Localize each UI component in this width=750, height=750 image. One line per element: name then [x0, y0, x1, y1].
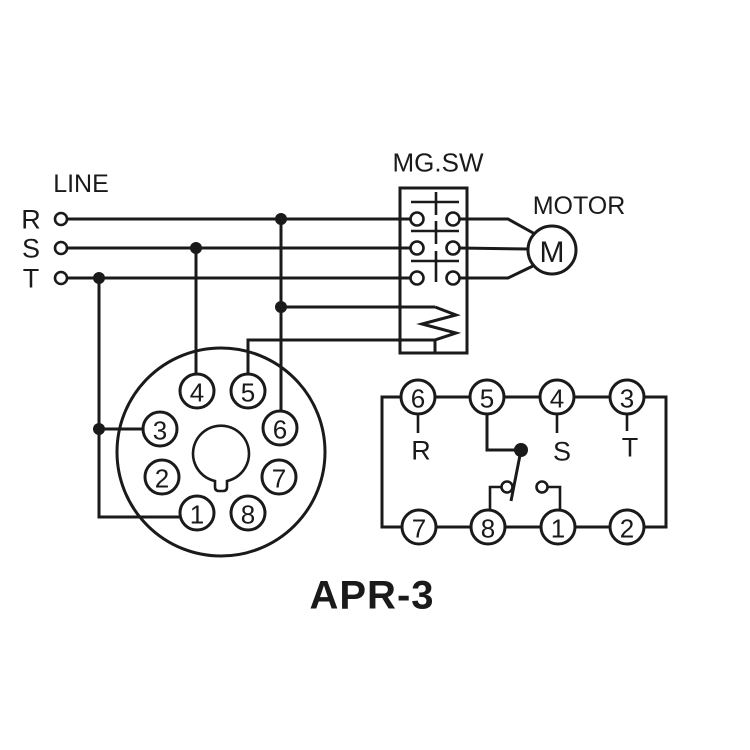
contact-point [445, 270, 461, 286]
socket-center-hole [191, 424, 251, 493]
relay-terminal-8 [469, 508, 507, 546]
mg-sw-label: MG.SW [393, 147, 484, 177]
thermal-overload-zigzag [416, 305, 462, 353]
relay-terminal-3 [608, 378, 646, 416]
terminal-t-circle [53, 270, 69, 286]
socket-pin-2-label: 2 [155, 463, 169, 493]
contact-point [409, 211, 425, 227]
line-section: LINE R S T [21, 170, 435, 519]
mg-sw-section: MG.SW [393, 147, 484, 355]
switch-contact-left [500, 480, 514, 494]
socket-pin-8 [229, 494, 267, 532]
wire-contact-to-terminal-1 [548, 485, 562, 511]
relay-terminal-diagram: 6 5 4 3 7 8 1 2 R S T [380, 378, 668, 546]
contact-point [445, 240, 461, 256]
mgsw-contact-row-1 [409, 192, 461, 227]
socket-pin-3-label: 3 [153, 415, 167, 445]
switch-common-wire [485, 414, 517, 452]
relay-terminal-1 [539, 508, 577, 546]
socket-pin-1 [178, 494, 216, 532]
relay-terminal-5 [468, 378, 506, 416]
relay-terminal-1-label: 1 [551, 513, 565, 543]
relay-terminal-4-label: 4 [550, 383, 564, 413]
relay-phase-label-r: R [411, 436, 431, 466]
socket-pin-7-label: 7 [272, 463, 286, 493]
relay-terminal-4 [538, 378, 576, 416]
relay-terminal-7 [400, 508, 438, 546]
switch-blade [509, 449, 523, 502]
socket-pin-6-label: 6 [273, 414, 287, 444]
mgsw-contact-row-3 [409, 251, 461, 286]
socket-pin-2 [143, 458, 181, 496]
wire-mgsw-to-motor-top [459, 217, 536, 236]
terminal-s-circle [53, 240, 69, 256]
line-heading: LINE [53, 170, 109, 198]
socket-pin-4-label: 4 [190, 377, 204, 407]
relay-terminal-8-label: 8 [481, 513, 495, 543]
junction-dot [93, 423, 105, 435]
junction-dot [190, 242, 202, 254]
phase-t-label: T [23, 264, 40, 294]
socket-pin-1-label: 1 [190, 499, 204, 529]
relay-terminal-2-label: 2 [620, 513, 634, 543]
socket-pin-5-label: 5 [241, 377, 255, 407]
wire-pin5-to-heater-bottom [246, 338, 435, 374]
wire-contact-to-terminal-8 [488, 485, 501, 511]
motor-label: MOTOR [533, 192, 626, 220]
wire-t-to-pin1 [97, 278, 180, 519]
relay-phase-label-s: S [553, 437, 571, 467]
diagram-title: APR-3 [309, 573, 434, 617]
relay-terminal-5-label: 5 [480, 383, 494, 413]
contact-point [445, 211, 461, 227]
phase-r-label: R [21, 205, 41, 235]
relay-terminal-6-label: 6 [411, 383, 425, 413]
mgsw-contact-row-2 [409, 221, 461, 256]
contact-point [409, 240, 425, 256]
wire-mgsw-to-motor-mid [458, 246, 529, 251]
socket-pin-4 [178, 372, 216, 410]
socket-pin-3 [141, 410, 179, 448]
contact-point [409, 270, 425, 286]
junction-dot [275, 213, 287, 225]
relay-outline [380, 395, 668, 529]
socket-pin-6 [261, 409, 299, 447]
relay-terminal-3-label: 3 [620, 383, 634, 413]
socket-pin-7 [260, 458, 298, 496]
relay-terminal-6 [399, 378, 437, 416]
motor-circle [526, 224, 578, 276]
relay-terminal-2 [608, 508, 646, 546]
socket-pins: 4 5 3 6 2 7 1 8 [141, 372, 299, 532]
wire-mgsw-to-motor-bottom [459, 263, 536, 280]
switch-contact-right [535, 480, 549, 494]
junction-dot [93, 272, 105, 284]
socket-pin-5 [229, 372, 267, 410]
relay-terminal-7-label: 7 [412, 513, 426, 543]
relay-phase-label-t: T [622, 433, 639, 463]
motor-m-symbol: M [540, 236, 565, 269]
terminal-r-circle [53, 211, 69, 227]
junction-dot [275, 301, 287, 313]
phase-s-label: S [22, 234, 40, 264]
socket-pin-8-label: 8 [241, 499, 255, 529]
switch-pivot-dot [514, 443, 528, 457]
motor-section: MOTOR M [458, 192, 626, 280]
